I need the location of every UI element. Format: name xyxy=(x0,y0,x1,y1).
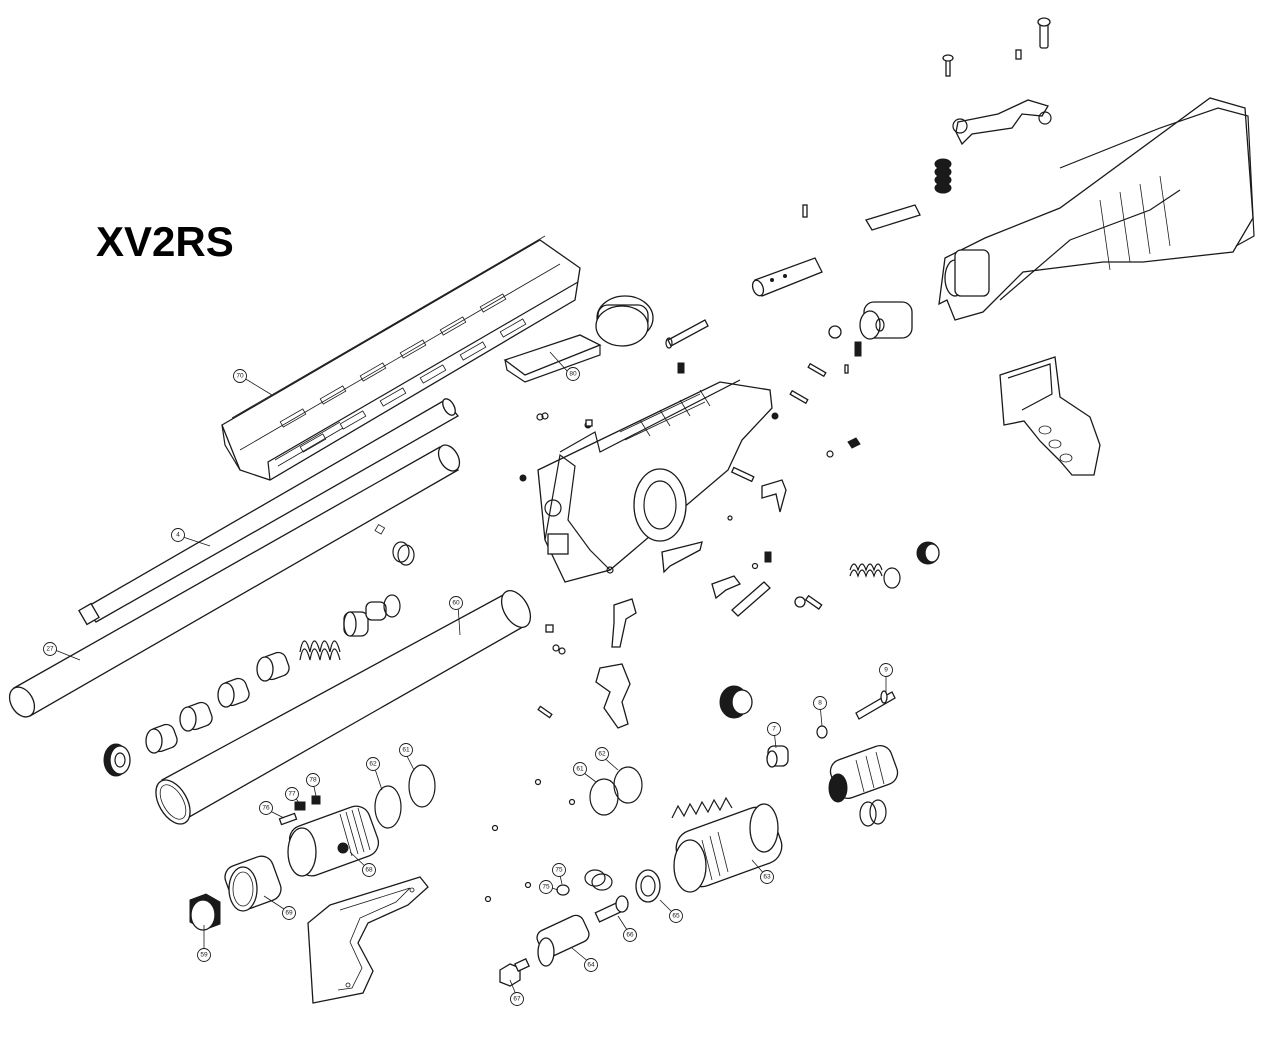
svg-text:7: 7 xyxy=(772,726,776,733)
svg-text:75: 75 xyxy=(555,867,563,874)
lower-assembly-parts xyxy=(189,764,643,931)
svg-text:77: 77 xyxy=(288,791,296,798)
body-63 xyxy=(673,803,783,893)
cap-knob xyxy=(916,541,940,565)
svg-text:65: 65 xyxy=(672,913,680,920)
callout-69: 69 xyxy=(282,906,296,920)
svg-text:61: 61 xyxy=(576,766,584,773)
valve-stack-parts xyxy=(103,523,415,777)
svg-text:67: 67 xyxy=(513,996,521,1003)
callout-66: 66 xyxy=(623,928,637,942)
callout-4: 4 xyxy=(171,528,185,542)
callout-60: 60 xyxy=(449,596,463,610)
screws-76-78 xyxy=(278,795,321,826)
stock-hardware xyxy=(934,17,1052,194)
callout-75-top: 75 xyxy=(552,863,566,877)
callout-63: 63 xyxy=(760,870,774,884)
callout-59: 59 xyxy=(197,948,211,962)
svg-text:70: 70 xyxy=(236,373,244,380)
svg-text:61: 61 xyxy=(402,747,410,754)
callout-65: 65 xyxy=(669,909,683,923)
receiver-part xyxy=(519,379,779,583)
mounting-plate xyxy=(307,876,429,1004)
adjuster-knob xyxy=(719,685,753,719)
stem-66 xyxy=(594,895,629,923)
part-65 xyxy=(635,869,661,903)
model-title: XV2RS xyxy=(96,218,234,265)
large-tube-part xyxy=(155,590,532,825)
rail-80 xyxy=(503,334,602,383)
callout-76: 76 xyxy=(259,801,273,815)
svg-text:76: 76 xyxy=(262,805,270,812)
callout-70: 70 xyxy=(233,369,247,383)
o-rings-61-62 xyxy=(374,764,643,829)
callout-77: 77 xyxy=(285,787,299,801)
callout-61-right: 61 xyxy=(573,762,587,776)
svg-text:80: 80 xyxy=(569,371,577,378)
svg-text:60: 60 xyxy=(452,600,460,607)
small-hardware xyxy=(484,204,862,903)
callout-80: 80 xyxy=(566,367,580,381)
body-68 xyxy=(287,805,380,877)
leader-lines xyxy=(54,351,887,998)
svg-text:75: 75 xyxy=(542,884,550,891)
callout-64: 64 xyxy=(584,958,598,972)
callout-68: 68 xyxy=(362,863,376,877)
callout-27: 27 xyxy=(43,642,57,656)
trigger-group-parts xyxy=(537,362,823,729)
callout-75-bottom: 75 xyxy=(539,880,553,894)
svg-text:8: 8 xyxy=(818,700,822,707)
svg-text:62: 62 xyxy=(598,751,606,758)
part-64 xyxy=(536,914,590,967)
bolt-67 xyxy=(499,957,530,987)
svg-text:63: 63 xyxy=(763,874,771,881)
callout-67: 67 xyxy=(510,992,524,1006)
callout-78: 78 xyxy=(306,773,320,787)
callout-7: 7 xyxy=(767,722,781,736)
svg-text:68: 68 xyxy=(365,867,373,874)
svg-text:4: 4 xyxy=(176,532,180,539)
svg-text:66: 66 xyxy=(626,932,634,939)
stock-part xyxy=(938,97,1255,321)
svg-text:59: 59 xyxy=(200,952,208,959)
sleeve-69 xyxy=(224,855,282,912)
svg-text:9: 9 xyxy=(884,667,888,674)
callout-62-left: 62 xyxy=(366,757,380,771)
bolt-parts xyxy=(503,204,921,383)
pistol-grip-part xyxy=(999,356,1101,476)
svg-text:62: 62 xyxy=(369,761,377,768)
callout-9: 9 xyxy=(879,663,893,677)
cocking-knob xyxy=(595,295,654,347)
bottom-center-parts xyxy=(499,796,783,987)
end-cap-59 xyxy=(189,893,221,931)
callout-62-right: 62 xyxy=(595,747,609,761)
right-side-parts xyxy=(719,541,940,827)
part-7 xyxy=(766,745,789,768)
svg-text:27: 27 xyxy=(46,646,54,653)
svg-text:69: 69 xyxy=(285,910,293,917)
buffer-parts xyxy=(828,301,913,340)
handguard-part xyxy=(221,235,581,481)
regulator xyxy=(828,744,899,803)
pin-9 xyxy=(855,690,896,720)
callout-8: 8 xyxy=(813,696,827,710)
inner-barrel-part xyxy=(78,398,459,626)
outer-tube-part xyxy=(8,444,461,718)
svg-text:64: 64 xyxy=(587,962,595,969)
svg-text:78: 78 xyxy=(309,777,317,784)
callout-61-left: 61 xyxy=(399,743,413,757)
